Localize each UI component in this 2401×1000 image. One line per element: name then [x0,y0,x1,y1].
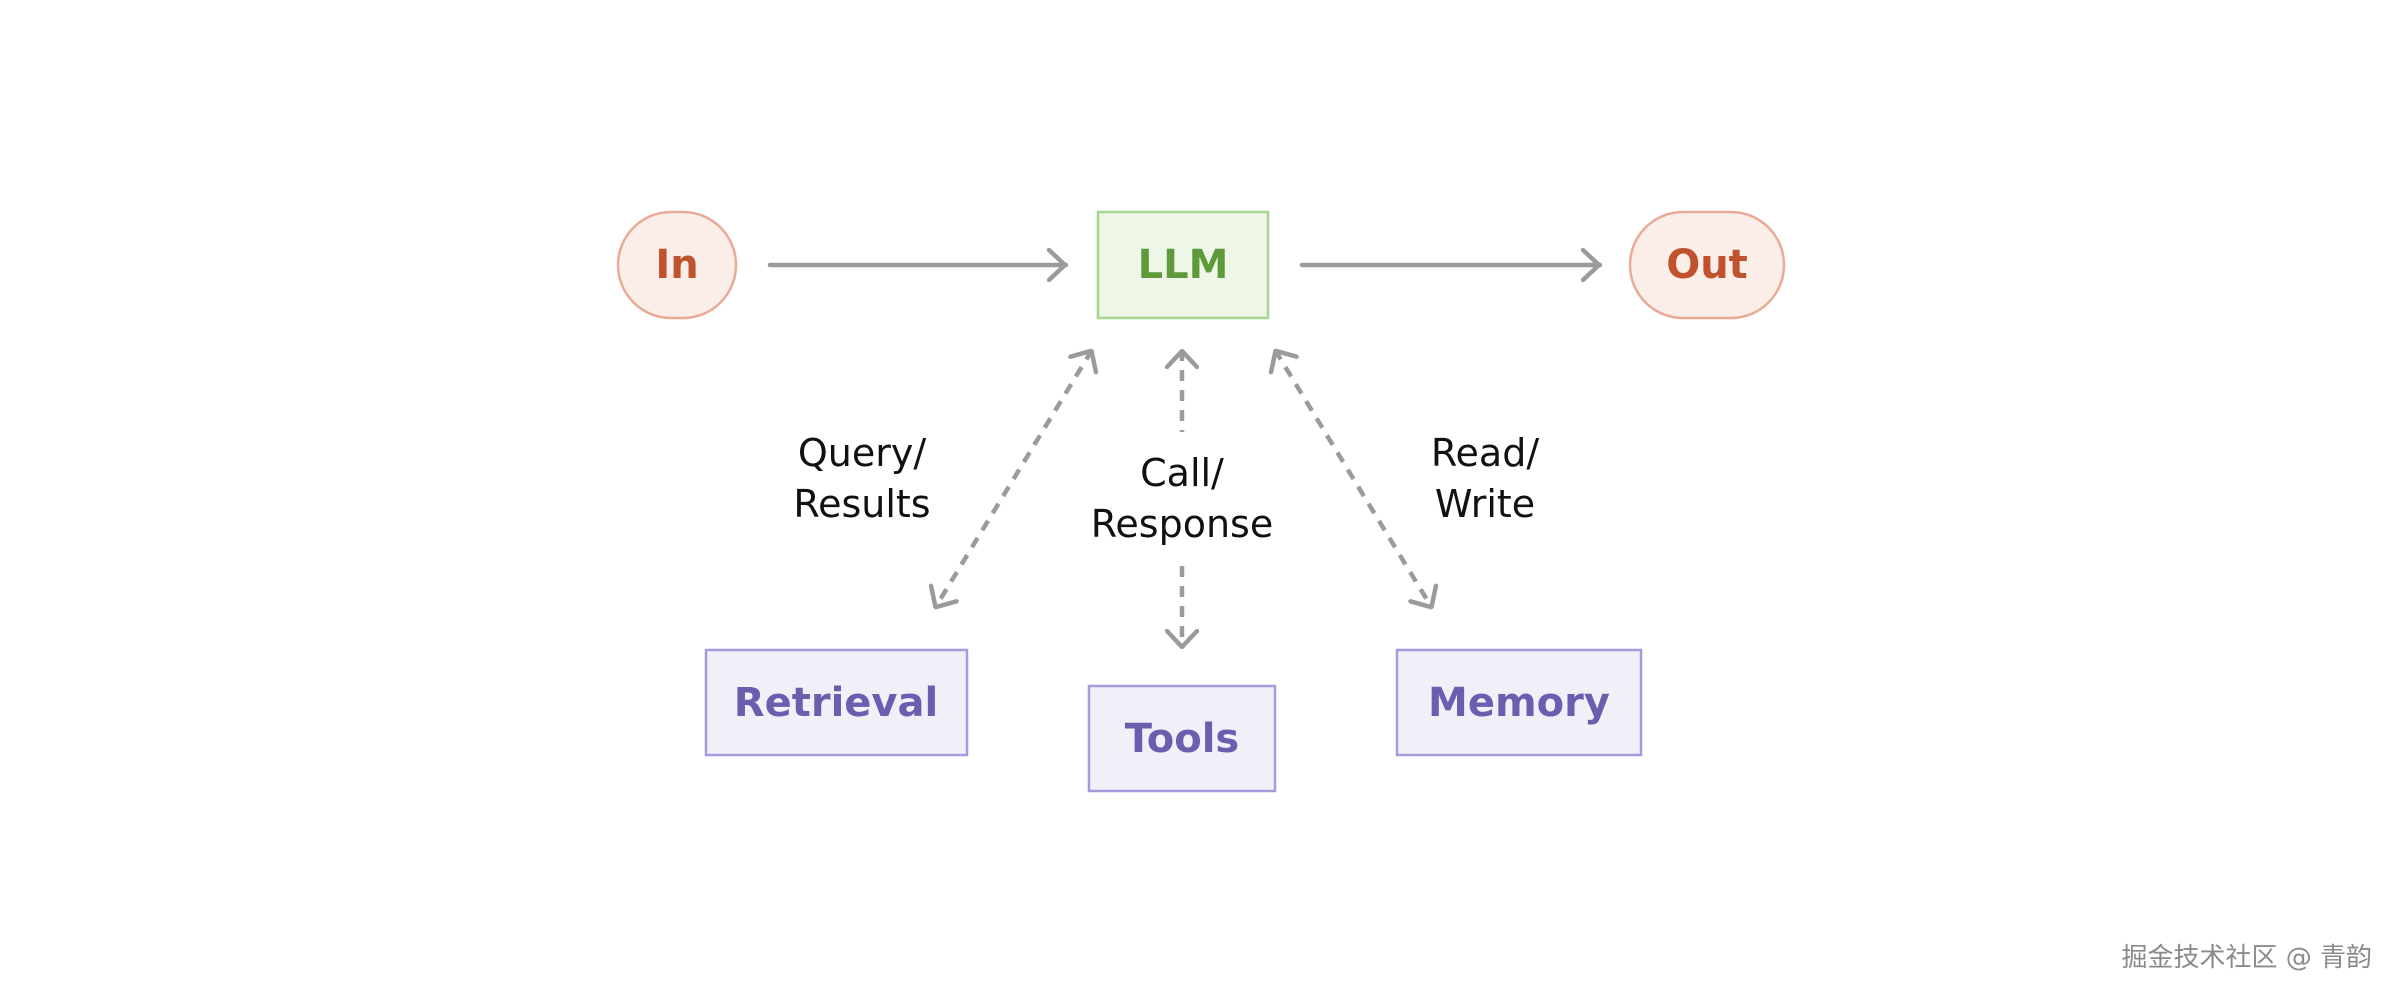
edge-label-tools: Call/ Response [1091,451,1274,546]
llm-node-label: LLM [1138,242,1229,288]
edge-label-retrieval: Query/ Results [793,431,930,526]
edge-label-tools-line2: Response [1091,502,1274,546]
in-node-shape [616,210,738,320]
tools-node: Tools [1087,684,1277,793]
edge-label-tools-line1: Call/ [1140,451,1224,495]
memory-node: Memory [1395,648,1643,757]
retrieval-node-label: Retrieval [734,680,938,726]
edge-label-memory-line2: Write [1435,482,1535,526]
tools-node-label: Tools [1125,716,1239,762]
llm-node-shape [1096,210,1270,320]
watermark: 掘金技术社区 @ 青韵 [2121,943,2372,973]
arrow-llm-retrieval [935,350,1092,608]
in-node-label: In [655,242,698,288]
out-node: Out [1628,210,1786,320]
out-node-label: Out [1666,242,1748,288]
tools-node-shape [1087,684,1277,793]
arrow-llm-memory [1275,350,1432,608]
edge-label-memory-line1: Read/ [1431,431,1539,475]
out-node-shape [1628,210,1786,320]
retrieval-node: Retrieval [704,648,969,757]
retrieval-node-shape [704,648,969,757]
edge-label-retrieval-line2: Results [793,482,930,526]
edge-label-retrieval-line1: Query/ [798,431,926,475]
in-node: In [616,210,738,320]
edge-label-memory: Read/ Write [1431,431,1539,526]
llm-node: LLM [1096,210,1270,320]
memory-node-shape [1395,648,1643,757]
memory-node-label: Memory [1428,680,1610,726]
